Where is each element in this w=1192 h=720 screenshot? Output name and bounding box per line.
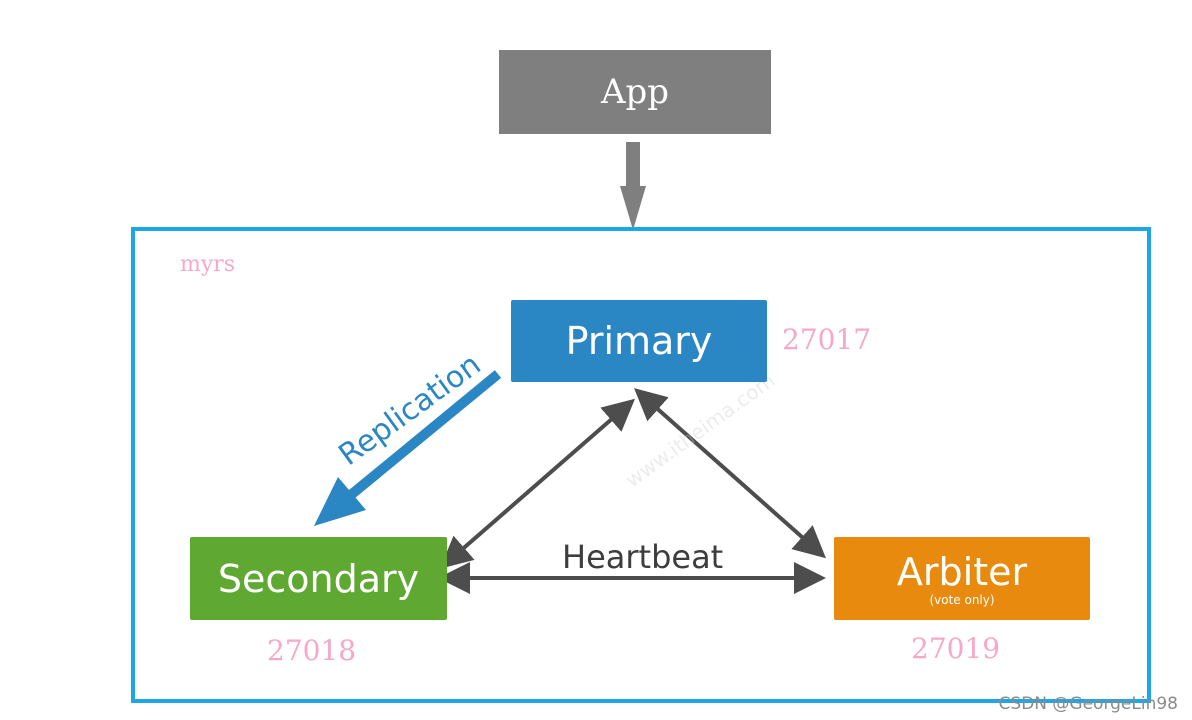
arbiter-node-note: (vote only) [929, 592, 995, 607]
secondary-node-label: Secondary [217, 556, 420, 601]
secondary-node[interactable]: Secondary [190, 537, 447, 620]
primary-node-label: Primary [565, 319, 713, 363]
replication-arrow [314, 370, 502, 526]
arbiter-node-label: Arbiter [896, 549, 1028, 594]
replica-set-name: myrs [180, 252, 236, 277]
replica-set-frame [131, 227, 1151, 703]
arbiter-node[interactable]: Arbiter (vote only) [834, 537, 1090, 620]
app-node[interactable]: App [499, 50, 771, 134]
secondary-port-label: 27018 [267, 634, 357, 667]
primary-port-label: 27017 [782, 323, 872, 356]
primary-arbiter-heartbeat-arrow [634, 388, 826, 559]
primary-secondary-heartbeat-arrow [439, 398, 636, 569]
primary-node[interactable]: Primary [511, 300, 767, 382]
app-node-label: App [600, 72, 670, 112]
footer-credit: CSDN @GeorgeLin98 [998, 694, 1178, 714]
arbiter-port-label: 27019 [911, 632, 1001, 665]
app-to-replicaset-arrow [620, 142, 646, 230]
heartbeat-label: Heartbeat [562, 538, 724, 576]
